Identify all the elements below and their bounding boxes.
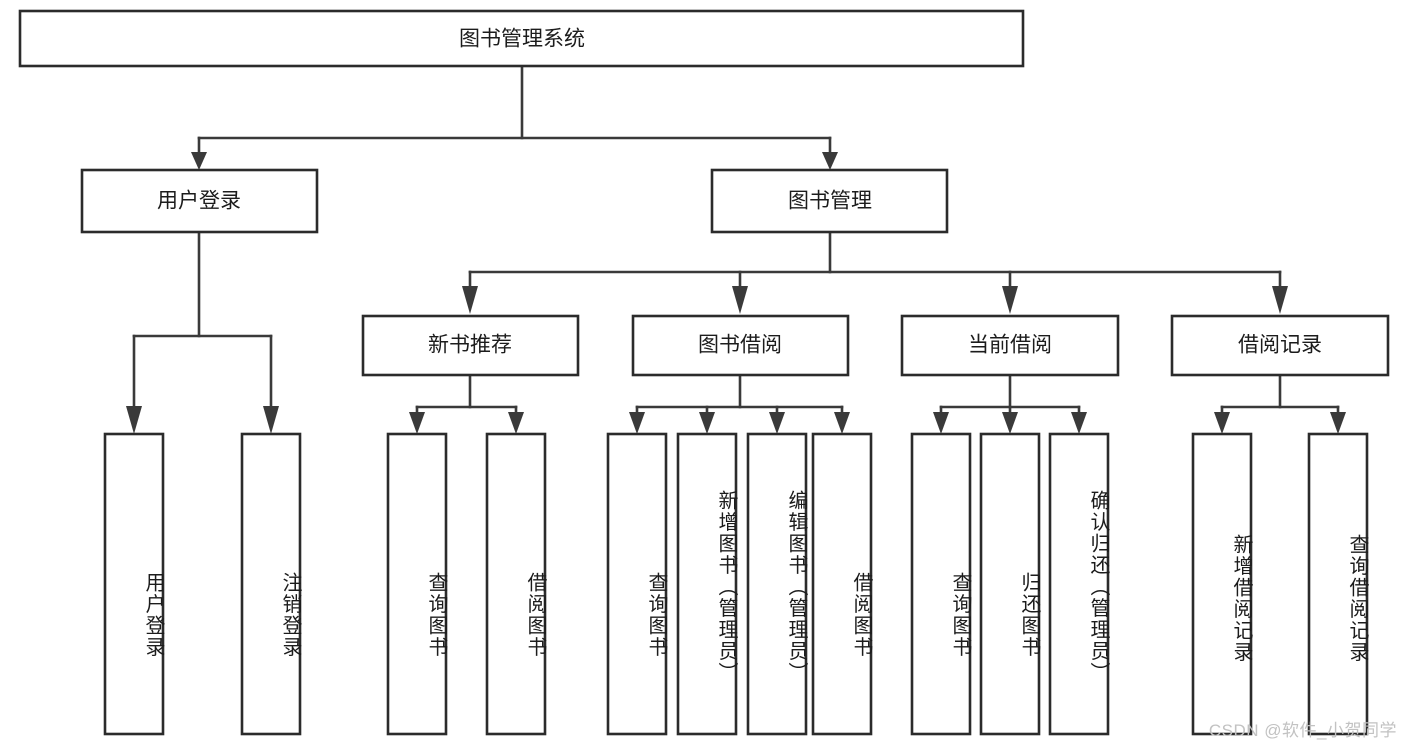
node-root[interactable]: 图书管理系统 [18,9,1025,68]
leaf-boxes-user-login [103,432,302,736]
arrow-book-borrow-leaf-2 [699,412,715,434]
arrow-to-current-borrow [1002,286,1018,314]
node-new-book-recommend[interactable]: 新书推荐 [361,314,580,377]
leaf-boxes-book-borrow [606,432,873,736]
leaf-box-new-book-2[interactable] [485,432,547,736]
leaf-box-book-borrow-4[interactable] [811,432,873,736]
arrow-new-book-leaf-1 [409,412,425,434]
connectors-user-login-to-leaves [126,230,279,434]
node-book-borrow-box[interactable] [631,314,850,377]
arrow-borrow-record-leaf-1 [1214,412,1230,434]
leaf-box-borrow-record-1[interactable] [1191,432,1253,736]
arrow-to-book-borrow [732,286,748,314]
connectors-borrow-record-to-leaves [1214,373,1346,434]
node-book-management-label: 图书管理 [788,190,872,213]
node-current-borrow-label: 当前借阅 [968,334,1052,357]
leaf-box-new-book-1[interactable] [386,432,448,736]
watermark-label: CSDN @软件_小贺同学 [1208,721,1397,740]
leaf-box-book-borrow-2[interactable] [676,432,738,736]
leaf-box-book-borrow-1[interactable] [606,432,668,736]
node-book-management-box[interactable] [710,168,949,234]
node-root-box[interactable] [18,9,1025,68]
leaf-box-borrow-record-2[interactable] [1307,432,1369,736]
arrow-current-borrow-leaf-2 [1002,412,1018,434]
leaf-boxes-current-borrow [910,432,1110,736]
arrow-to-user-login [191,152,207,170]
arrow-borrow-record-leaf-2 [1330,412,1346,434]
node-book-management[interactable]: 图书管理 [710,168,949,234]
arrow-book-borrow-leaf-1 [629,412,645,434]
leaf-boxes-new-book-recommend [386,432,547,736]
leaf-box-user-login-2[interactable] [240,432,302,736]
node-current-borrow-box[interactable] [900,314,1120,377]
arrow-to-new-book [462,286,478,314]
node-user-login-box[interactable] [80,168,319,234]
arrow-to-book-mgmt [822,152,838,170]
node-new-book-recommend-label: 新书推荐 [428,334,512,357]
connectors-book-mgmt-to-level3 [462,230,1288,314]
node-new-book-recommend-box[interactable] [361,314,580,377]
connectors-root-to-level2 [191,64,838,170]
leaf-box-current-borrow-3[interactable] [1048,432,1110,736]
node-current-borrow[interactable]: 当前借阅 [900,314,1120,377]
leaf-box-book-borrow-3[interactable] [746,432,808,736]
leaf-box-current-borrow-1[interactable] [910,432,972,736]
node-borrow-record-box[interactable] [1170,314,1390,377]
arrow-current-borrow-leaf-1 [933,412,949,434]
connectors-new-book-to-leaves [409,373,524,434]
node-root-label: 图书管理系统 [459,28,585,51]
arrow-user-login-leaf-2 [263,406,279,434]
node-user-login-label: 用户登录 [157,190,241,213]
arrow-new-book-leaf-2 [508,412,524,434]
arrow-current-borrow-leaf-3 [1071,412,1087,434]
node-book-borrow-label: 图书借阅 [698,334,782,357]
node-user-login[interactable]: 用户登录 [80,168,319,234]
leaf-box-current-borrow-2[interactable] [979,432,1041,736]
node-borrow-record[interactable]: 借阅记录 [1170,314,1390,377]
arrow-to-borrow-record [1272,286,1288,314]
connectors-current-borrow-to-leaves [933,373,1087,434]
arrow-book-borrow-leaf-4 [834,412,850,434]
leaf-boxes-borrow-record [1191,432,1369,736]
node-book-borrow[interactable]: 图书借阅 [631,314,850,377]
leaf-box-user-login-1[interactable] [103,432,165,736]
arrow-book-borrow-leaf-3 [769,412,785,434]
arrow-user-login-leaf-1 [126,406,142,434]
connectors-book-borrow-to-leaves [629,373,850,434]
node-borrow-record-label: 借阅记录 [1238,334,1322,357]
